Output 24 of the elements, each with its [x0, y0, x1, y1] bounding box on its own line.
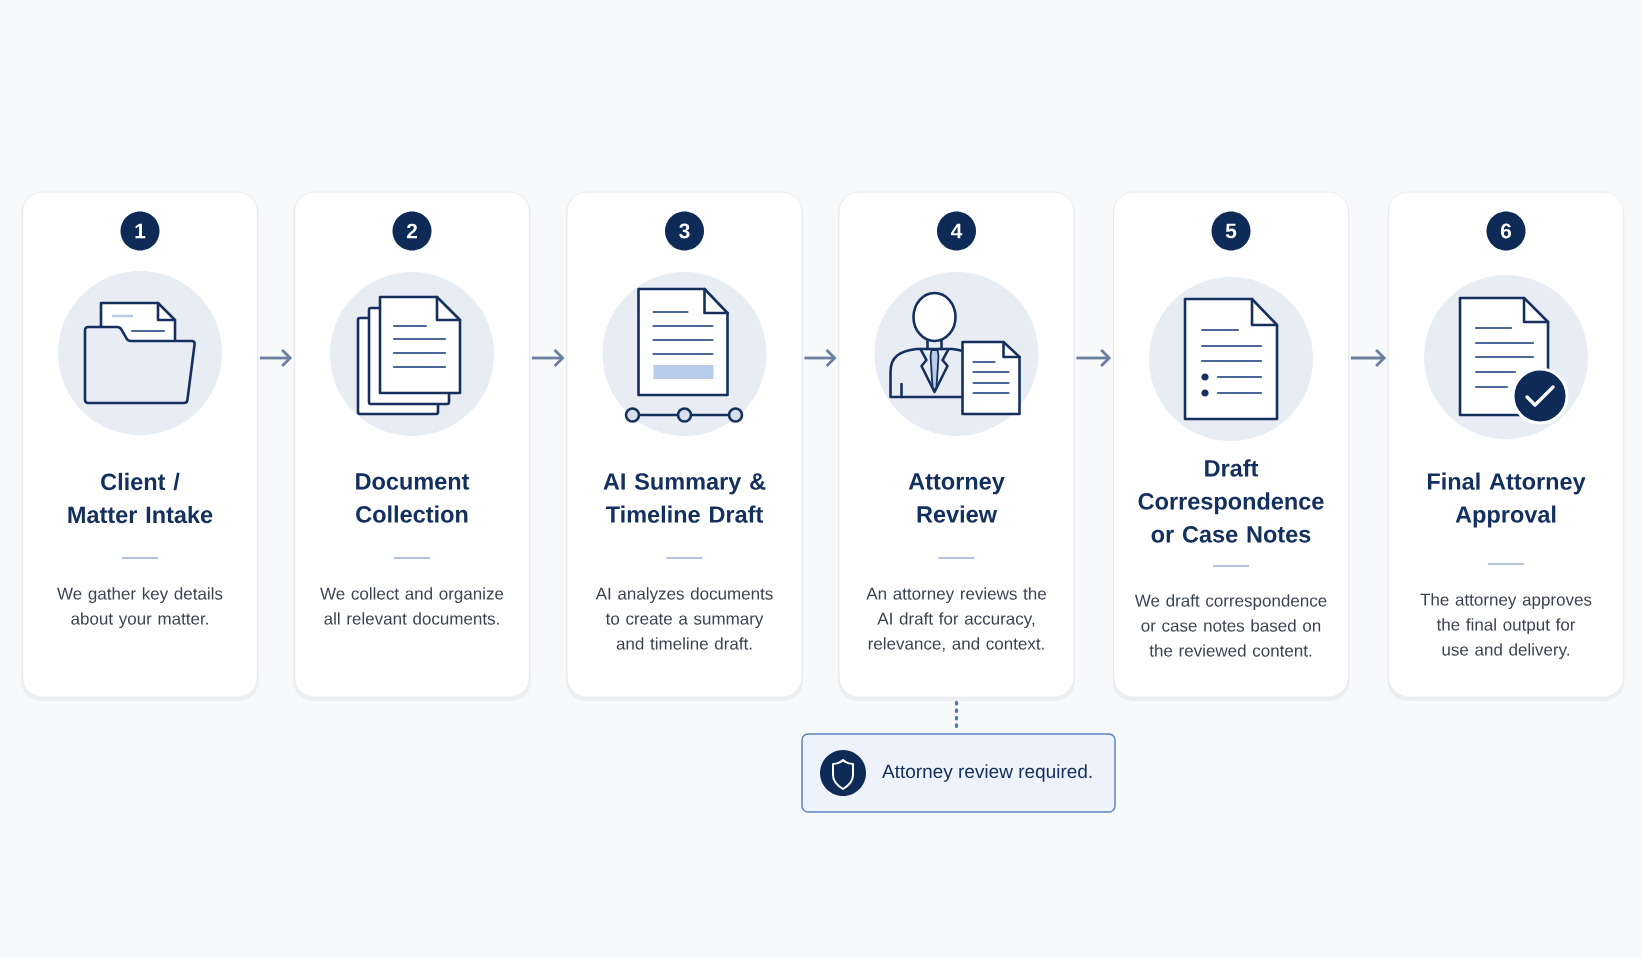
number-badge: 2 — [392, 211, 432, 251]
step-title: Document Collection — [356, 473, 470, 523]
number-badge: 4 — [937, 211, 976, 251]
step-description: We collect and organize all relevant documents. — [320, 587, 504, 625]
step-title: Draft Correspondence or Case Notes — [1138, 459, 1324, 543]
step-title: Final Attorney Approval — [1427, 472, 1586, 528]
step-description: We gather key details about your matter. — [57, 587, 223, 629]
number-badge: 5 — [1211, 211, 1251, 251]
step-description: An attorney reviews the AI draft for accuracy, relevance, and context. — [866, 587, 1046, 652]
arrow — [259, 349, 293, 367]
number-badge: 1 — [120, 211, 160, 251]
step-title: Attorney Review — [908, 473, 1005, 523]
arrow — [804, 349, 837, 367]
arrow — [1076, 349, 1112, 367]
arrow — [531, 349, 565, 367]
step-description: The attorney approves the final output for use and delivery. — [1420, 593, 1592, 660]
step-title: Client / Matter Intake — [68, 472, 213, 524]
arrow — [1350, 349, 1387, 367]
step-title: AI Summary & Timeline Draft — [603, 473, 766, 523]
callout-box: Attorney review required. — [801, 733, 1116, 813]
step-description: AI analyzes documents to create a summary and timeline draft. — [595, 587, 773, 650]
number-badge: 3 — [665, 211, 704, 251]
number-badge: 6 — [1486, 211, 1526, 251]
step-description: We draft correspondence or case notes based on the reviewed content. — [1134, 594, 1327, 657]
